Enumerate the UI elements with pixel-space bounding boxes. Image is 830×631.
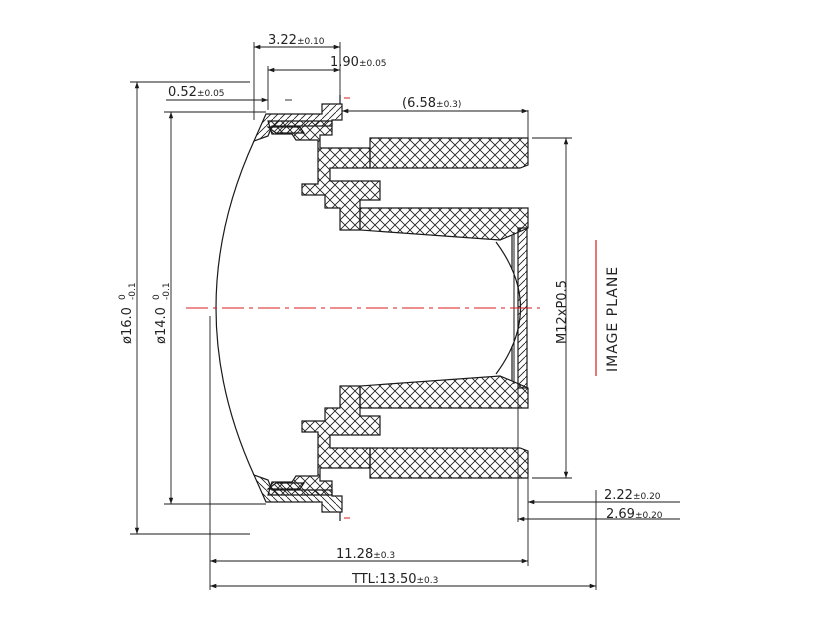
image-plane-label: IMAGE PLANE	[605, 266, 621, 372]
holder-section	[267, 120, 381, 231]
dim-269-text: 2.69±0.20	[606, 507, 663, 522]
dia-14-text: ø14.0	[154, 307, 169, 344]
dim-222-text: 2.22±0.20	[604, 488, 661, 503]
barrel-section	[369, 137, 529, 169]
dia-16-upper-tol: 0	[118, 294, 128, 300]
dia-16-text: ø16.0	[120, 307, 135, 344]
dim-052-text: 0.52±0.05	[168, 85, 225, 100]
dim-ttl-text: TTL:13.50±0.3	[351, 572, 438, 587]
lens-upper-half	[252, 95, 529, 270]
dia-16-lower-tol: -0.1	[128, 282, 138, 300]
retainer-ring	[266, 126, 306, 134]
dim-658-text: (6.58±0.3)	[402, 96, 461, 111]
dim-322-text: 3.22±0.10	[268, 33, 325, 48]
inner-barrel-section	[359, 207, 529, 241]
dia-14-lower-tol: -0.1	[162, 282, 172, 300]
dim-190-text: 1.90±0.05	[330, 55, 387, 70]
dim-1128-text: 11.28±0.3	[336, 547, 395, 562]
thread-label: M12xP0.5	[555, 280, 570, 344]
dia-14-upper-tol: 0	[152, 294, 162, 300]
